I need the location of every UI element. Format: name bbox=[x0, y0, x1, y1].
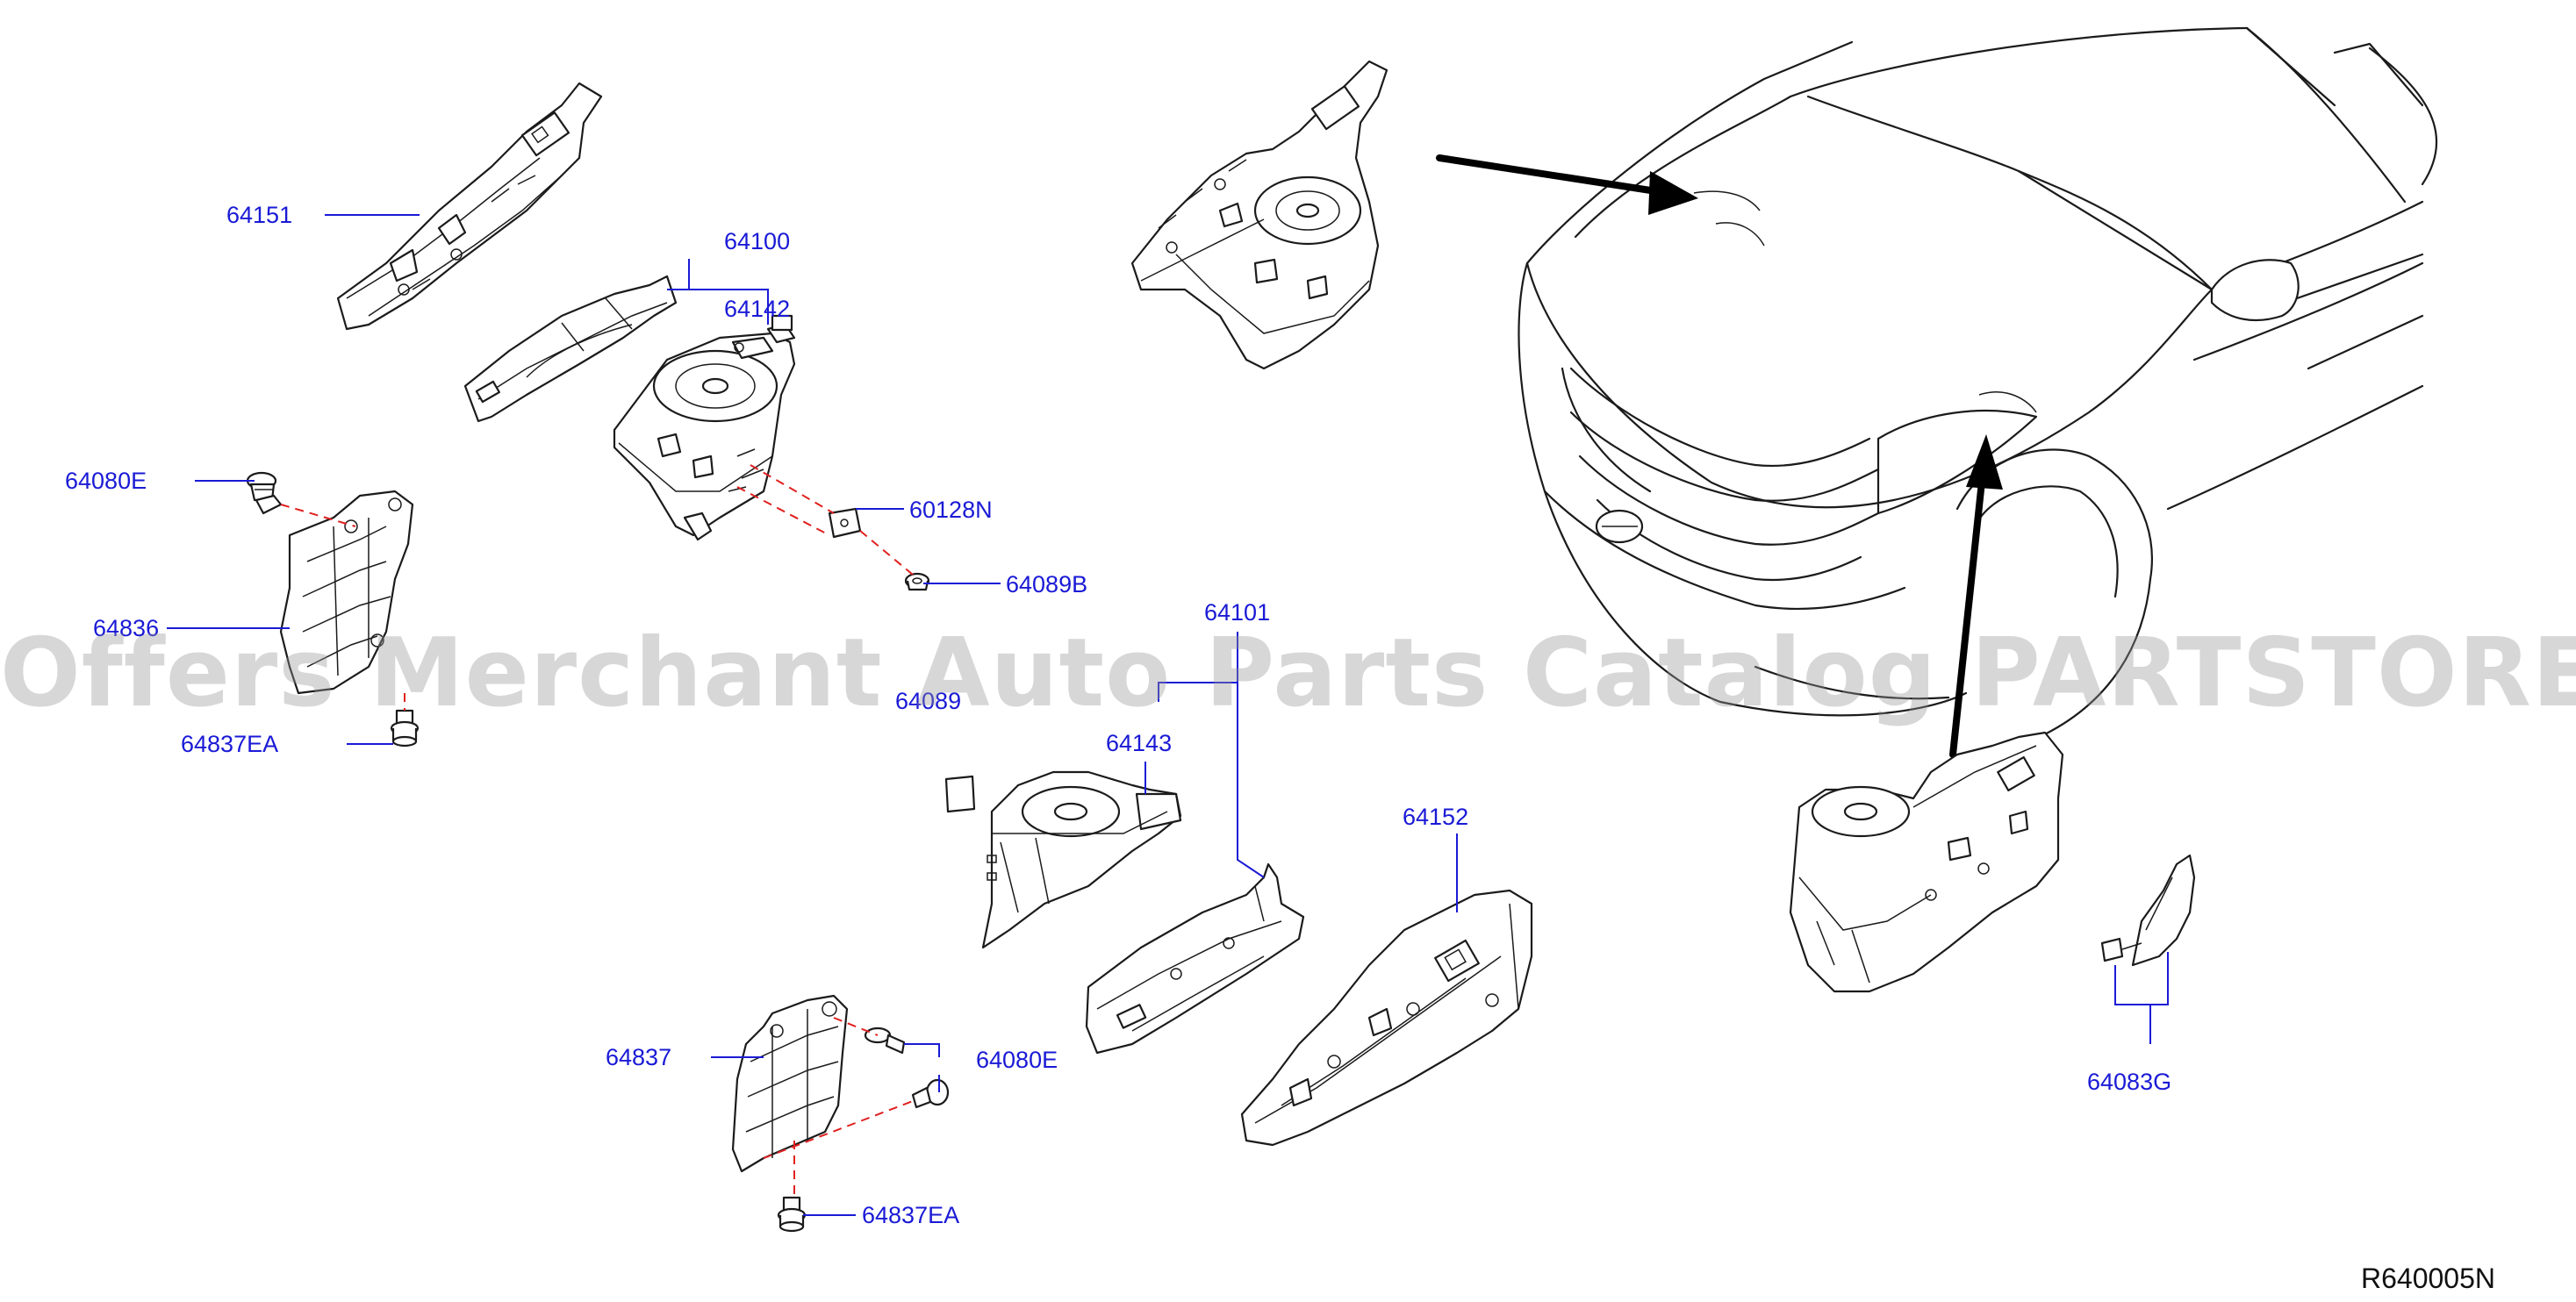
clip-64080E-bottom-b-drawing bbox=[911, 1078, 950, 1109]
label-64089-partial: 64089 bbox=[895, 688, 961, 714]
label-64101: 64101 bbox=[1204, 599, 1270, 626]
part-64142-drawing bbox=[613, 314, 796, 541]
dashed-guide-64080E-top bbox=[280, 504, 356, 527]
label-64089B: 64089B bbox=[1006, 571, 1087, 597]
arrow-to-hood-right bbox=[1949, 461, 1987, 758]
dashed-guide-64080E-bottom-b bbox=[763, 1100, 914, 1159]
nut-64089B-drawing bbox=[904, 572, 930, 591]
part-64152-drawing bbox=[1240, 889, 1533, 1147]
leader-lines bbox=[167, 214, 2169, 1216]
label-64837: 64837 bbox=[606, 1044, 671, 1070]
bolt-64080E-top-drawing bbox=[246, 471, 283, 515]
label-64151: 64151 bbox=[226, 202, 292, 228]
label-64083G: 64083G bbox=[2087, 1069, 2171, 1095]
dashed-guide-60128N bbox=[750, 464, 835, 514]
label-64080E-top: 64080E bbox=[65, 468, 147, 494]
part-64837-drawing bbox=[731, 994, 849, 1173]
part-64083G-drawing bbox=[2100, 854, 2196, 967]
label-60128N: 60128N bbox=[909, 497, 993, 523]
label-64836: 64836 bbox=[93, 615, 159, 641]
assembly-right-lower-drawing bbox=[1789, 731, 2064, 993]
bracket-60128N-drawing bbox=[828, 507, 862, 539]
dashed-guide-60128N-2 bbox=[736, 486, 830, 536]
dashed-guide-64080E-bottom-a bbox=[833, 1017, 879, 1036]
label-64080E-bottom: 64080E bbox=[976, 1047, 1058, 1073]
arrow-to-hood-left bbox=[1436, 154, 1671, 197]
label-64143: 64143 bbox=[1106, 730, 1172, 756]
part-number-labels: 64151 64100 64142 64080E 60128N 64089B 6… bbox=[65, 202, 2495, 1294]
clip-64837EA-bottom-drawing bbox=[777, 1196, 807, 1233]
label-64837EA-bottom: 64837EA bbox=[862, 1202, 959, 1228]
patch-64089-drawing bbox=[944, 775, 976, 813]
clip-64837EA-top-drawing bbox=[390, 709, 420, 748]
location-arrows bbox=[1436, 154, 2003, 758]
clip-64080E-bottom-a-drawing bbox=[864, 1027, 906, 1055]
assembly-upper-center-drawing bbox=[1130, 60, 1388, 370]
label-64100: 64100 bbox=[724, 228, 790, 254]
vehicle-front-outline bbox=[1518, 26, 2438, 748]
reference-code: R640005N bbox=[2361, 1263, 2495, 1294]
part-64101-drawing bbox=[1085, 862, 1305, 1055]
part-64151-drawing bbox=[336, 82, 603, 331]
arrowhead-hood-right bbox=[1966, 434, 2003, 490]
label-64142: 64142 bbox=[724, 296, 790, 322]
part-64100-rail-drawing bbox=[463, 275, 678, 423]
label-64837EA-top: 64837EA bbox=[181, 731, 278, 757]
arrowhead-hood-left bbox=[1648, 171, 1698, 215]
dashed-guide-64089B bbox=[859, 530, 914, 576]
part-64143-drawing bbox=[981, 770, 1182, 949]
label-64152: 64152 bbox=[1403, 804, 1468, 830]
part-64836-drawing bbox=[279, 490, 414, 695]
